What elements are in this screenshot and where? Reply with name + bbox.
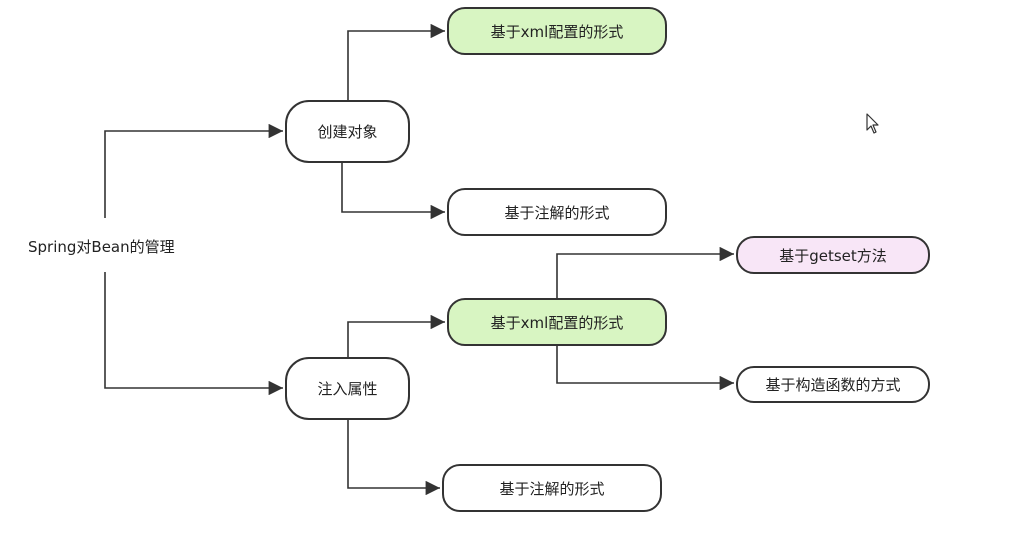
node-inject-property-label: 注入属性: [317, 380, 378, 398]
node-inject-annotation-label: 基于注解的形式: [499, 479, 605, 498]
root-label: Spring对Bean的管理: [28, 238, 175, 256]
node-constructor: 基于构造函数的方式: [736, 366, 930, 403]
node-inject-xml-label: 基于xml配置的形式: [490, 313, 624, 332]
node-getset: 基于getset方法: [736, 236, 930, 274]
node-create-annotation-label: 基于注解的形式: [504, 203, 610, 222]
node-inject-annotation: 基于注解的形式: [442, 464, 662, 512]
connector-xml-constructor: [556, 346, 734, 391]
node-inject-xml: 基于xml配置的形式: [447, 298, 667, 346]
node-create-xml-label: 基于xml配置的形式: [490, 22, 624, 41]
connector-root-create: [104, 123, 283, 218]
node-inject-property: 注入属性: [285, 357, 410, 420]
node-create-annotation: 基于注解的形式: [447, 188, 667, 236]
connector-xml-getset: [556, 246, 734, 298]
connector-inject-annotation: [347, 420, 440, 496]
node-constructor-label: 基于构造函数的方式: [765, 376, 901, 394]
connector-inject-xml: [347, 314, 445, 357]
connector-create-xml: [347, 23, 445, 100]
mouse-pointer-icon: [866, 113, 879, 134]
node-create-xml: 基于xml配置的形式: [447, 7, 667, 55]
connector-create-annotation: [341, 163, 445, 220]
node-getset-label: 基于getset方法: [779, 246, 887, 265]
connector-root-inject: [104, 272, 283, 396]
node-create-object: 创建对象: [285, 100, 410, 163]
node-create-object-label: 创建对象: [317, 123, 378, 141]
